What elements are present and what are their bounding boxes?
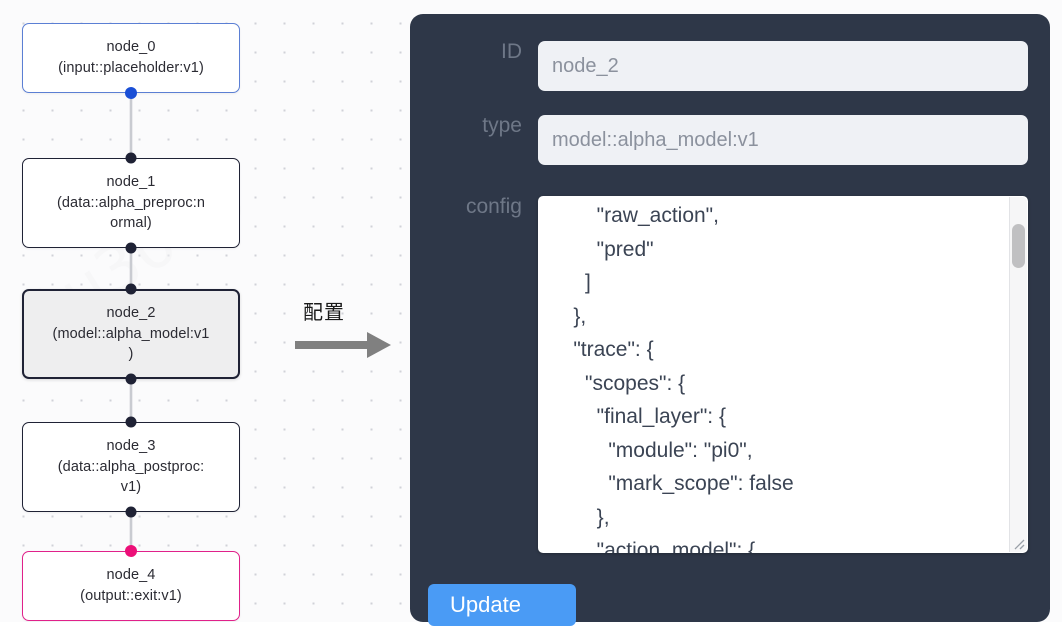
config-textarea[interactable]: "raw_action", "pred" ] }, "trace": { "sc… bbox=[538, 196, 1028, 553]
node-handle-source-node_3[interactable] bbox=[125, 506, 137, 518]
update-button[interactable]: Update bbox=[428, 584, 576, 626]
node-handle-source-node_1[interactable] bbox=[125, 242, 137, 254]
field-row-id: ID bbox=[428, 41, 1028, 91]
graph-node-label: node_3 (data::alpha_postproc: v1) bbox=[57, 438, 205, 496]
id-input[interactable] bbox=[538, 41, 1028, 91]
graph-node-label: node_0 (input::placeholder:v1) bbox=[58, 39, 204, 76]
node-config-panel: ID type config "raw_action", "pred" ] },… bbox=[410, 14, 1050, 622]
arrow-right-icon bbox=[295, 332, 391, 358]
id-field-label: ID bbox=[501, 40, 522, 63]
annotation-group: 配置 bbox=[295, 296, 400, 368]
annotation-label: 配置 bbox=[303, 300, 345, 324]
graph-node-label: node_4 (output::exit:v1) bbox=[80, 567, 182, 604]
graph-node-node_3[interactable]: node_3 (data::alpha_postproc: v1) bbox=[22, 422, 240, 512]
node-handle-target-node_4[interactable] bbox=[125, 545, 137, 557]
node-handle-target-node_3[interactable] bbox=[125, 416, 137, 428]
node-handle-source-node_2[interactable] bbox=[125, 373, 137, 385]
type-input[interactable] bbox=[538, 115, 1028, 165]
graph-node-label: node_1 (data::alpha_preproc:n ormal) bbox=[56, 174, 206, 232]
resize-handle-icon[interactable] bbox=[1010, 535, 1026, 551]
config-textarea-content: "raw_action", "pred" ] }, "trace": { "sc… bbox=[573, 204, 794, 553]
graph-node-node_2[interactable]: node_2 (model::alpha_model:v1 ) bbox=[22, 289, 240, 379]
node-handle-target-node_2[interactable] bbox=[125, 283, 137, 295]
graph-node-node_0[interactable]: node_0 (input::placeholder:v1) bbox=[22, 23, 240, 93]
config-scrollbar[interactable] bbox=[1009, 197, 1027, 552]
node-handle-target-node_1[interactable] bbox=[125, 152, 137, 164]
graph-node-node_1[interactable]: node_1 (data::alpha_preproc:n ormal) bbox=[22, 158, 240, 248]
page-bottom-strip bbox=[0, 622, 1062, 643]
field-row-type: type bbox=[428, 115, 1028, 165]
node-handle-source-node_0[interactable] bbox=[125, 87, 137, 99]
field-row-config: config "raw_action", "pred" ] }, "trace"… bbox=[428, 196, 1028, 553]
graph-node-node_4[interactable]: node_4 (output::exit:v1) bbox=[22, 551, 240, 621]
config-textarea-wrap: "raw_action", "pred" ] }, "trace": { "sc… bbox=[538, 196, 1028, 553]
config-field-label: config bbox=[465, 195, 522, 218]
graph-node-label: node_2 (model::alpha_model:v1 ) bbox=[52, 305, 210, 363]
config-scrollbar-thumb[interactable] bbox=[1012, 224, 1025, 268]
type-field-label: type bbox=[482, 114, 522, 137]
